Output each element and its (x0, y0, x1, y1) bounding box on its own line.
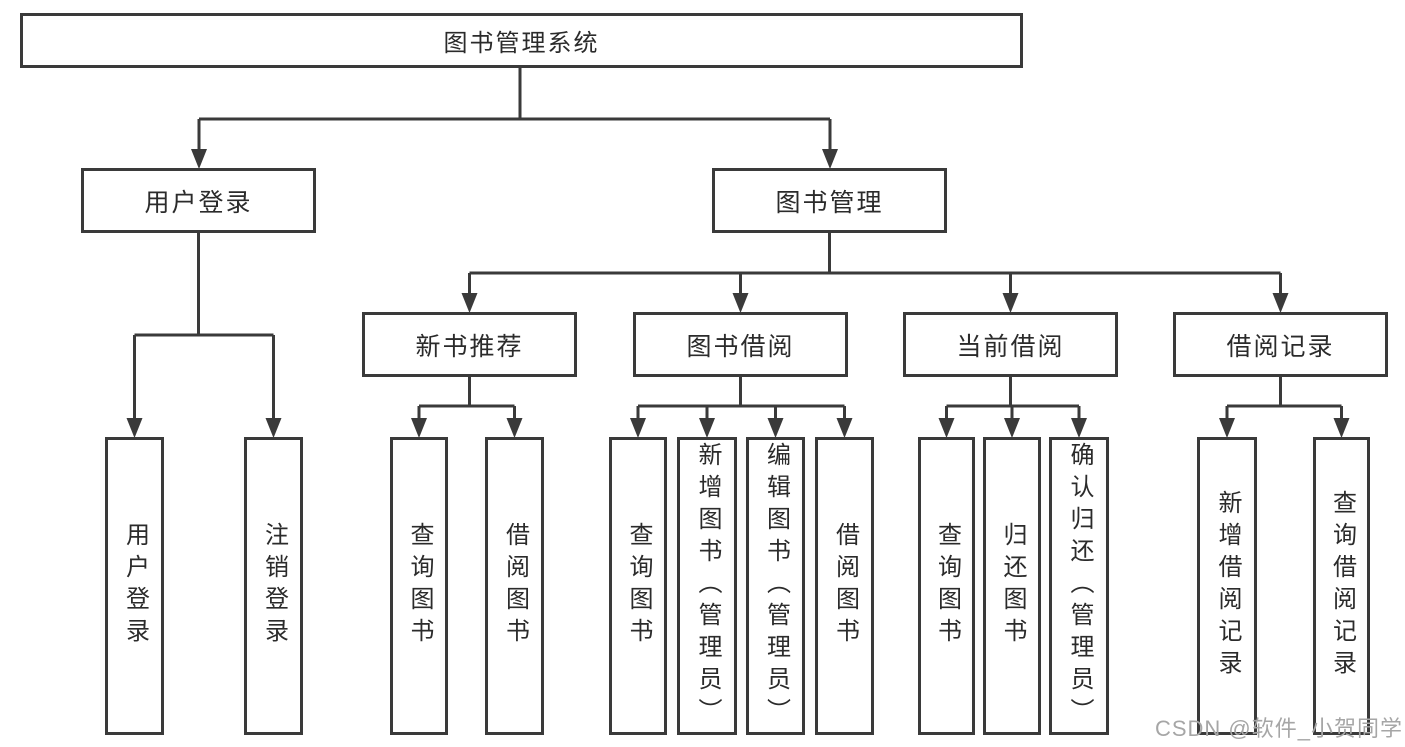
node-book-management: 图书管理 (712, 168, 947, 233)
node-new-book-recommend: 新书推荐 (362, 312, 577, 377)
node-leaf-user-login: 用户登录 (105, 437, 164, 735)
node-book-borrowing: 图书借阅 (633, 312, 848, 377)
edges-new-book-recommend-to-leaves (411, 377, 523, 438)
edges-book-management-to-level3 (461, 233, 1289, 313)
node-current-borrowing: 当前借阅 (903, 312, 1118, 377)
edges-borrowing-records-to-leaves (1219, 377, 1350, 438)
node-leaf-confirm-return-admin: 确认归还（管理员） (1049, 437, 1109, 735)
node-leaf-logout: 注销登录 (244, 437, 303, 735)
node-borrowing-records: 借阅记录 (1173, 312, 1388, 377)
edges-book-borrowing-to-leaves (630, 377, 853, 438)
node-leaf-query-borrow-record: 查询借阅记录 (1313, 437, 1370, 735)
node-leaf-borrow-books-recommend: 借阅图书 (485, 437, 544, 735)
node-leaf-add-books-admin: 新增图书（管理员） (677, 437, 737, 735)
node-leaf-query-books-recommend: 查询图书 (390, 437, 448, 735)
csdn-watermark: CSDN @软件_小贺同学 (1154, 716, 1403, 741)
node-user-login: 用户登录 (81, 168, 316, 233)
node-leaf-edit-books-admin: 编辑图书（管理员） (746, 437, 805, 735)
node-leaf-query-books-borrowing: 查询图书 (609, 437, 667, 735)
node-leaf-query-books-current: 查询图书 (918, 437, 975, 735)
edges-current-borrowing-to-leaves (938, 377, 1087, 438)
node-leaf-borrow-books-borrowing: 借阅图书 (815, 437, 874, 735)
node-leaf-return-books: 归还图书 (983, 437, 1041, 735)
edges-user-login-to-leaves (126, 233, 282, 438)
edges-root-to-level2 (191, 68, 838, 169)
node-leaf-add-borrow-record: 新增借阅记录 (1197, 437, 1257, 735)
node-root: 图书管理系统 (20, 13, 1023, 68)
